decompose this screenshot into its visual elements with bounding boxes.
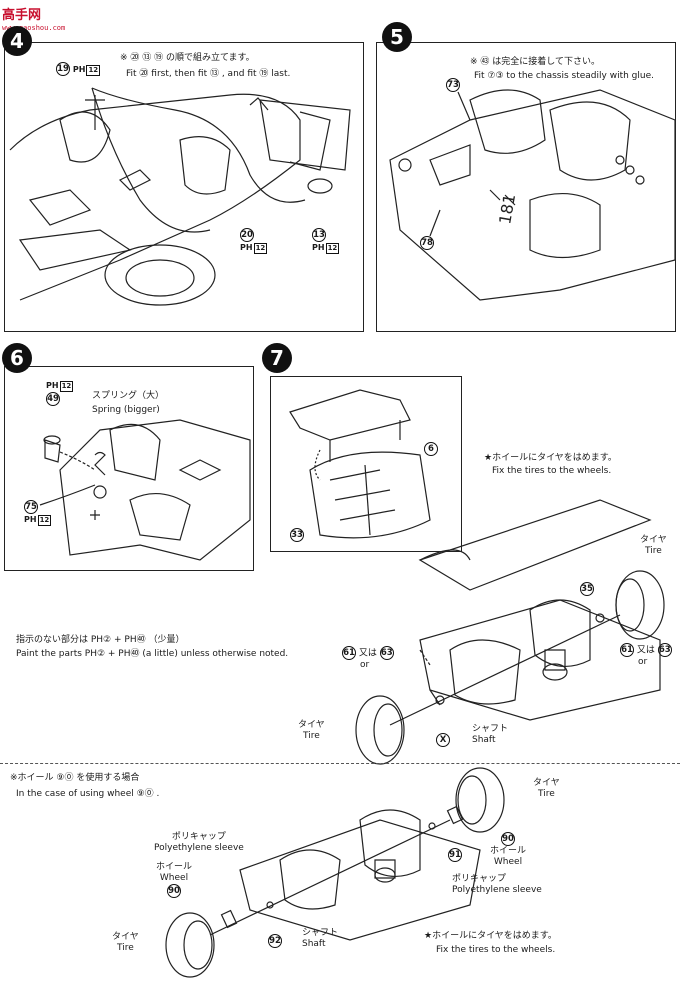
step7-interior-panel (270, 376, 462, 552)
step7-right-wheel-label: 61 又は 63 or (620, 643, 672, 667)
site-logo: 高手网 (2, 8, 42, 23)
wheel90-tire-note-en: Fix the tires to the wheels. (436, 945, 556, 955)
step4-badge: 4 (2, 26, 32, 56)
step6-badge: 6 (2, 343, 32, 373)
step7-partX-label: X (436, 733, 450, 747)
step7-tire-note-en: Fix the tires to the wheels. (492, 466, 612, 476)
step5-part73-label: 73 (446, 78, 460, 92)
step6-spring-jp: スプリング（大） (92, 391, 165, 401)
wheel90-note-jp: ※ホイール ⑨⓪ を使用する場合 (10, 773, 140, 783)
step4-note-jp: ※ ⑳ ⑬ ⑲ の順で組み立てます。 (120, 53, 255, 63)
step7-left-wheel-label: 61 又は 63 or (342, 646, 394, 670)
step6-panel (4, 366, 254, 571)
step5-note-en: Fit ⑦③ to the chassis steadily with glue… (474, 71, 654, 81)
step5-note-jp: ※ ㊸ は完全に接着して下さい。 (470, 57, 600, 67)
step6-spring-en: Spring (bigger) (92, 405, 160, 415)
step7-part6-label: 6 (424, 442, 438, 456)
paint-note-en: Paint the parts PH② + PH㊵ (a little) unl… (16, 649, 289, 659)
step7-tire-note-jp: ★ホイールにタイヤをはめます。 (484, 453, 617, 463)
wheel90-part92-label: 92 (268, 934, 282, 948)
step4-note-en: Fit ⑳ first, then fit ⑬ , and fit ⑲ last… (126, 69, 291, 79)
step7-part33-label: 33 (290, 528, 304, 542)
step5-part78-label: 78 (420, 236, 434, 250)
section-separator (0, 763, 680, 764)
step5-badge: 5 (382, 22, 412, 52)
step7-part35-label: 35 (580, 582, 594, 596)
site-url: www.gaoshou.com (2, 24, 66, 32)
step4-panel (4, 42, 364, 332)
wheel90-note-en: In the case of using wheel ⑨⓪ . (16, 789, 160, 799)
paint-note-jp: 指示のない部分は PH② + PH㊵ （少量） (16, 635, 185, 645)
wheel90-part91-label: 91 (448, 848, 462, 862)
wheel90-tire-note-jp: ★ホイールにタイヤをはめます。 (424, 931, 557, 941)
step7-badge: 7 (262, 343, 292, 373)
